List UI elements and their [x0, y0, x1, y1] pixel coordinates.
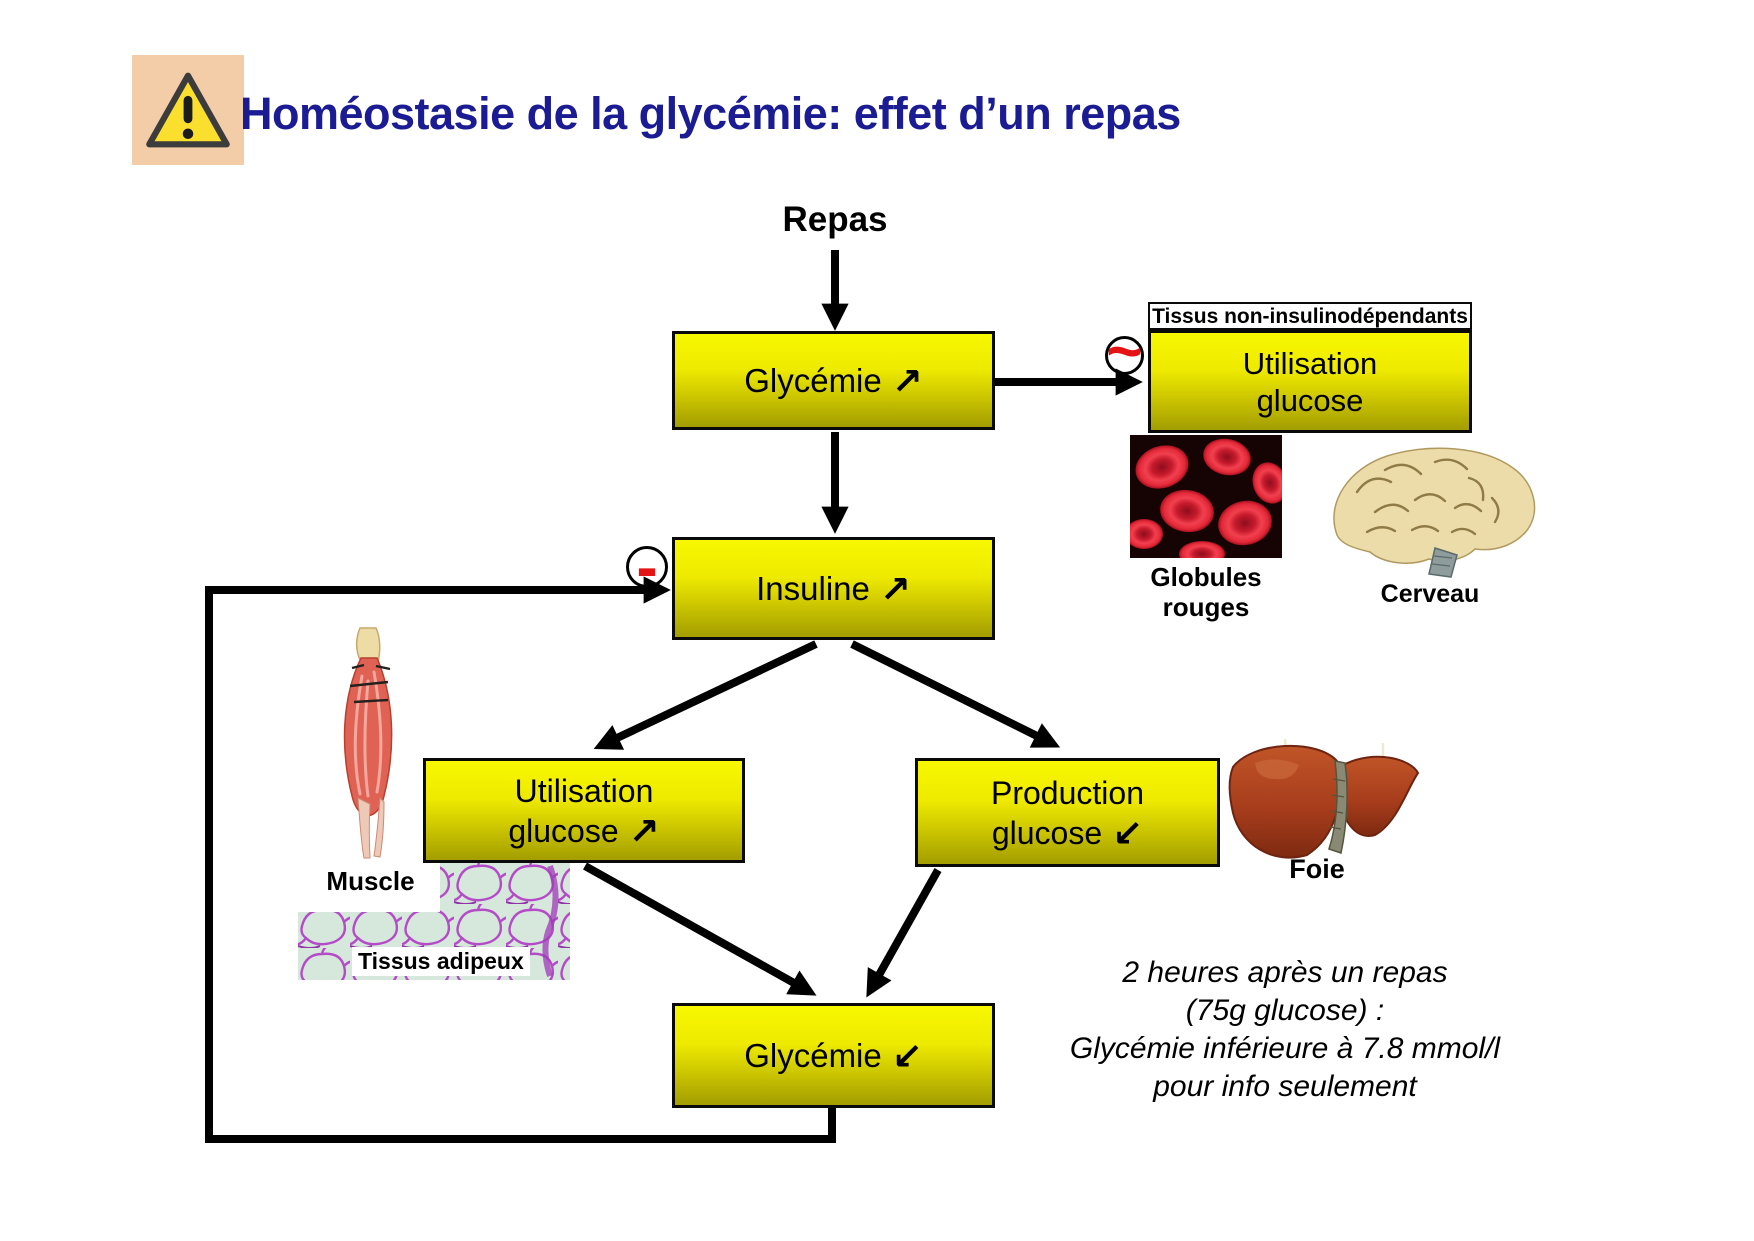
production-line1: Production [991, 774, 1144, 811]
note-line1: 2 heures après un repas [1122, 956, 1448, 989]
approx-sign-circle: ~ [1105, 316, 1144, 386]
glycemie-up-label: Glycémie [744, 361, 882, 399]
note-line3: Glycémie inférieure à 7.8 mmol/l [1069, 1032, 1501, 1065]
arrow-utilisation-to-glycemie-down [583, 862, 817, 996]
arrow-insuline-to-utilisation [593, 640, 818, 750]
glycemie-down-box: Glycémie↙ [672, 1003, 995, 1108]
repas-label: Repas [782, 200, 888, 239]
glycemie-up-box: Glycémie↗ [672, 331, 995, 430]
note-text: 2 heures après un repas (75g glucose) : … [995, 954, 1575, 1106]
minus-sign-circle: - [626, 535, 668, 599]
note-line2: (75g glucose) : [1185, 994, 1385, 1027]
muscle-image [343, 627, 393, 859]
production-glucose-box: Production glucose↙ [915, 758, 1220, 867]
brain-image [1333, 447, 1536, 578]
utilisation-line1: Utilisation [514, 772, 654, 809]
arrow-insuline-to-production [850, 640, 1061, 748]
insuline-box: Insuline↗ [672, 537, 995, 640]
insuline-label: Insuline [756, 569, 870, 607]
globules-line2: rouges [1162, 592, 1250, 622]
utilisation-glucose-box: Utilisation glucose↗ [423, 758, 745, 863]
warning-triangle-icon [146, 72, 230, 148]
warning-icon-background [132, 55, 244, 165]
globules-rouges-caption: Globules rouges [1118, 562, 1294, 622]
page-title: Homéostasie de la glycémie: effet d’un r… [240, 88, 1181, 139]
down-left-arrow-icon: ↙ [891, 1034, 923, 1078]
tissus-adipeux-caption: Tissus adipeux [352, 947, 530, 976]
up-right-arrow-icon: ↗ [891, 359, 923, 403]
glycemie-down-label: Glycémie [744, 1036, 882, 1074]
note-line4: pour info seulement [1153, 1070, 1417, 1103]
utilisation-line1: Utilisation [1242, 345, 1378, 381]
tissus-non-insulino-banner: Tissus non-insulinodépendants [1148, 302, 1472, 330]
globules-line1: Globules [1150, 562, 1262, 592]
arrow-production-to-glycemie-down [866, 868, 942, 998]
liver-image [1228, 738, 1420, 859]
cerveau-caption: Cerveau [1380, 580, 1480, 608]
up-right-arrow-icon: ↗ [628, 809, 660, 853]
utilisation-line2: glucose [1256, 382, 1364, 418]
up-right-arrow-icon: ↗ [879, 567, 911, 611]
down-left-arrow-icon: ↙ [1112, 811, 1144, 855]
red-blood-cells-image [1130, 435, 1282, 558]
foie-caption: Foie [1289, 854, 1345, 884]
production-line2: glucose [991, 814, 1103, 851]
utilisation-line2: glucose [508, 812, 619, 849]
utilisation-glucose-non-insulino-box: Utilisation glucose [1148, 330, 1472, 433]
